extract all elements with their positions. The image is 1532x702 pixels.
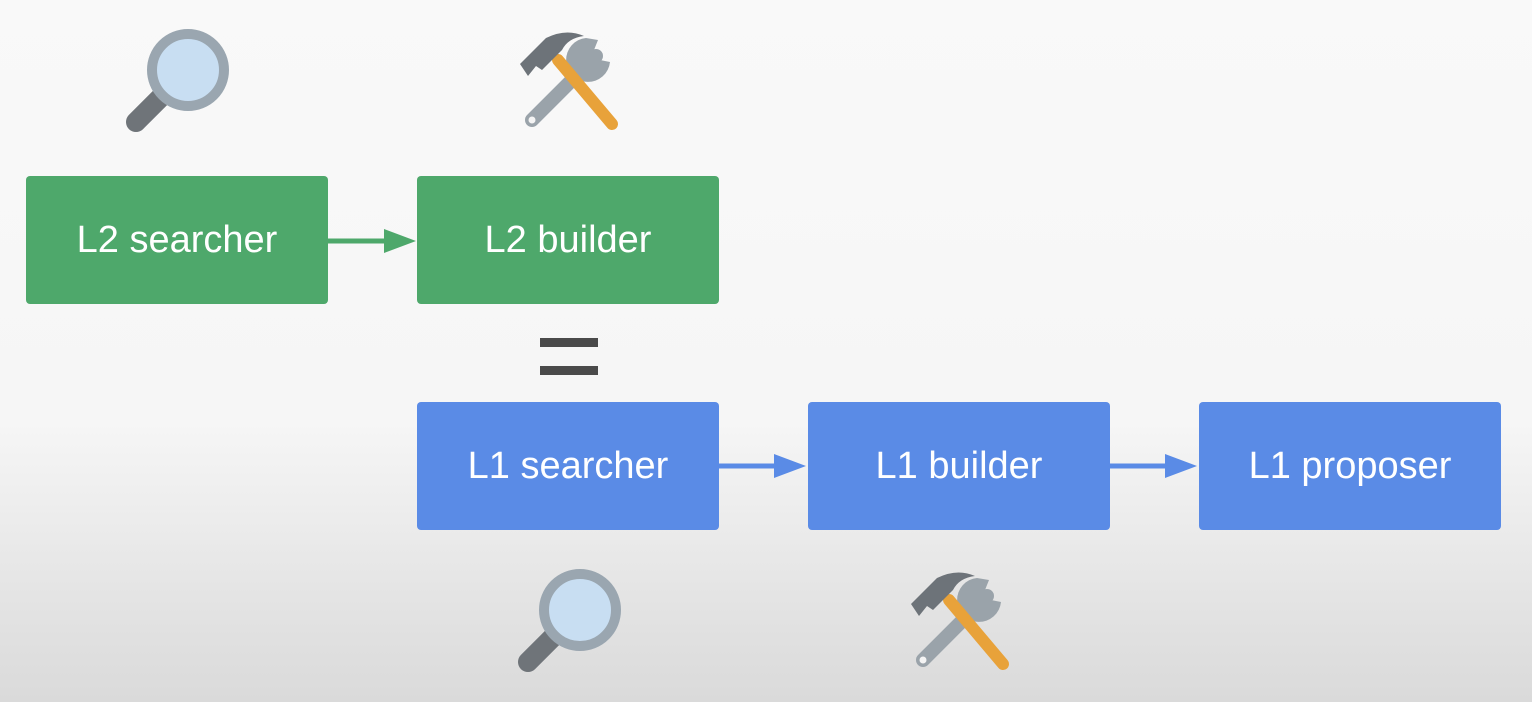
hammer-wrench-icon (903, 564, 1015, 676)
l1-proposer-box: L1 proposer (1199, 402, 1501, 530)
l1-builder-label: L1 builder (875, 444, 1043, 487)
hammer-wrench-icon (512, 24, 624, 136)
l1-proposer-label: L1 proposer (1248, 444, 1452, 487)
magnifier-icon (120, 26, 232, 138)
magnifier-icon (512, 566, 624, 678)
arrow-right-icon (1109, 454, 1197, 478)
l2-builder-label: L2 builder (484, 218, 652, 261)
equals-sign-top-bar (540, 338, 598, 347)
l1-searcher-label: L1 searcher (467, 444, 669, 487)
l1-searcher-box: L1 searcher (417, 402, 719, 530)
l2-searcher-box: L2 searcher (26, 176, 328, 304)
l2-builder-box: L2 builder (417, 176, 719, 304)
arrow-right-icon (328, 229, 416, 253)
l1-builder-box: L1 builder (808, 402, 1110, 530)
equals-sign-bottom-bar (540, 366, 598, 375)
l2-searcher-label: L2 searcher (76, 218, 278, 261)
arrow-right-icon (718, 454, 806, 478)
